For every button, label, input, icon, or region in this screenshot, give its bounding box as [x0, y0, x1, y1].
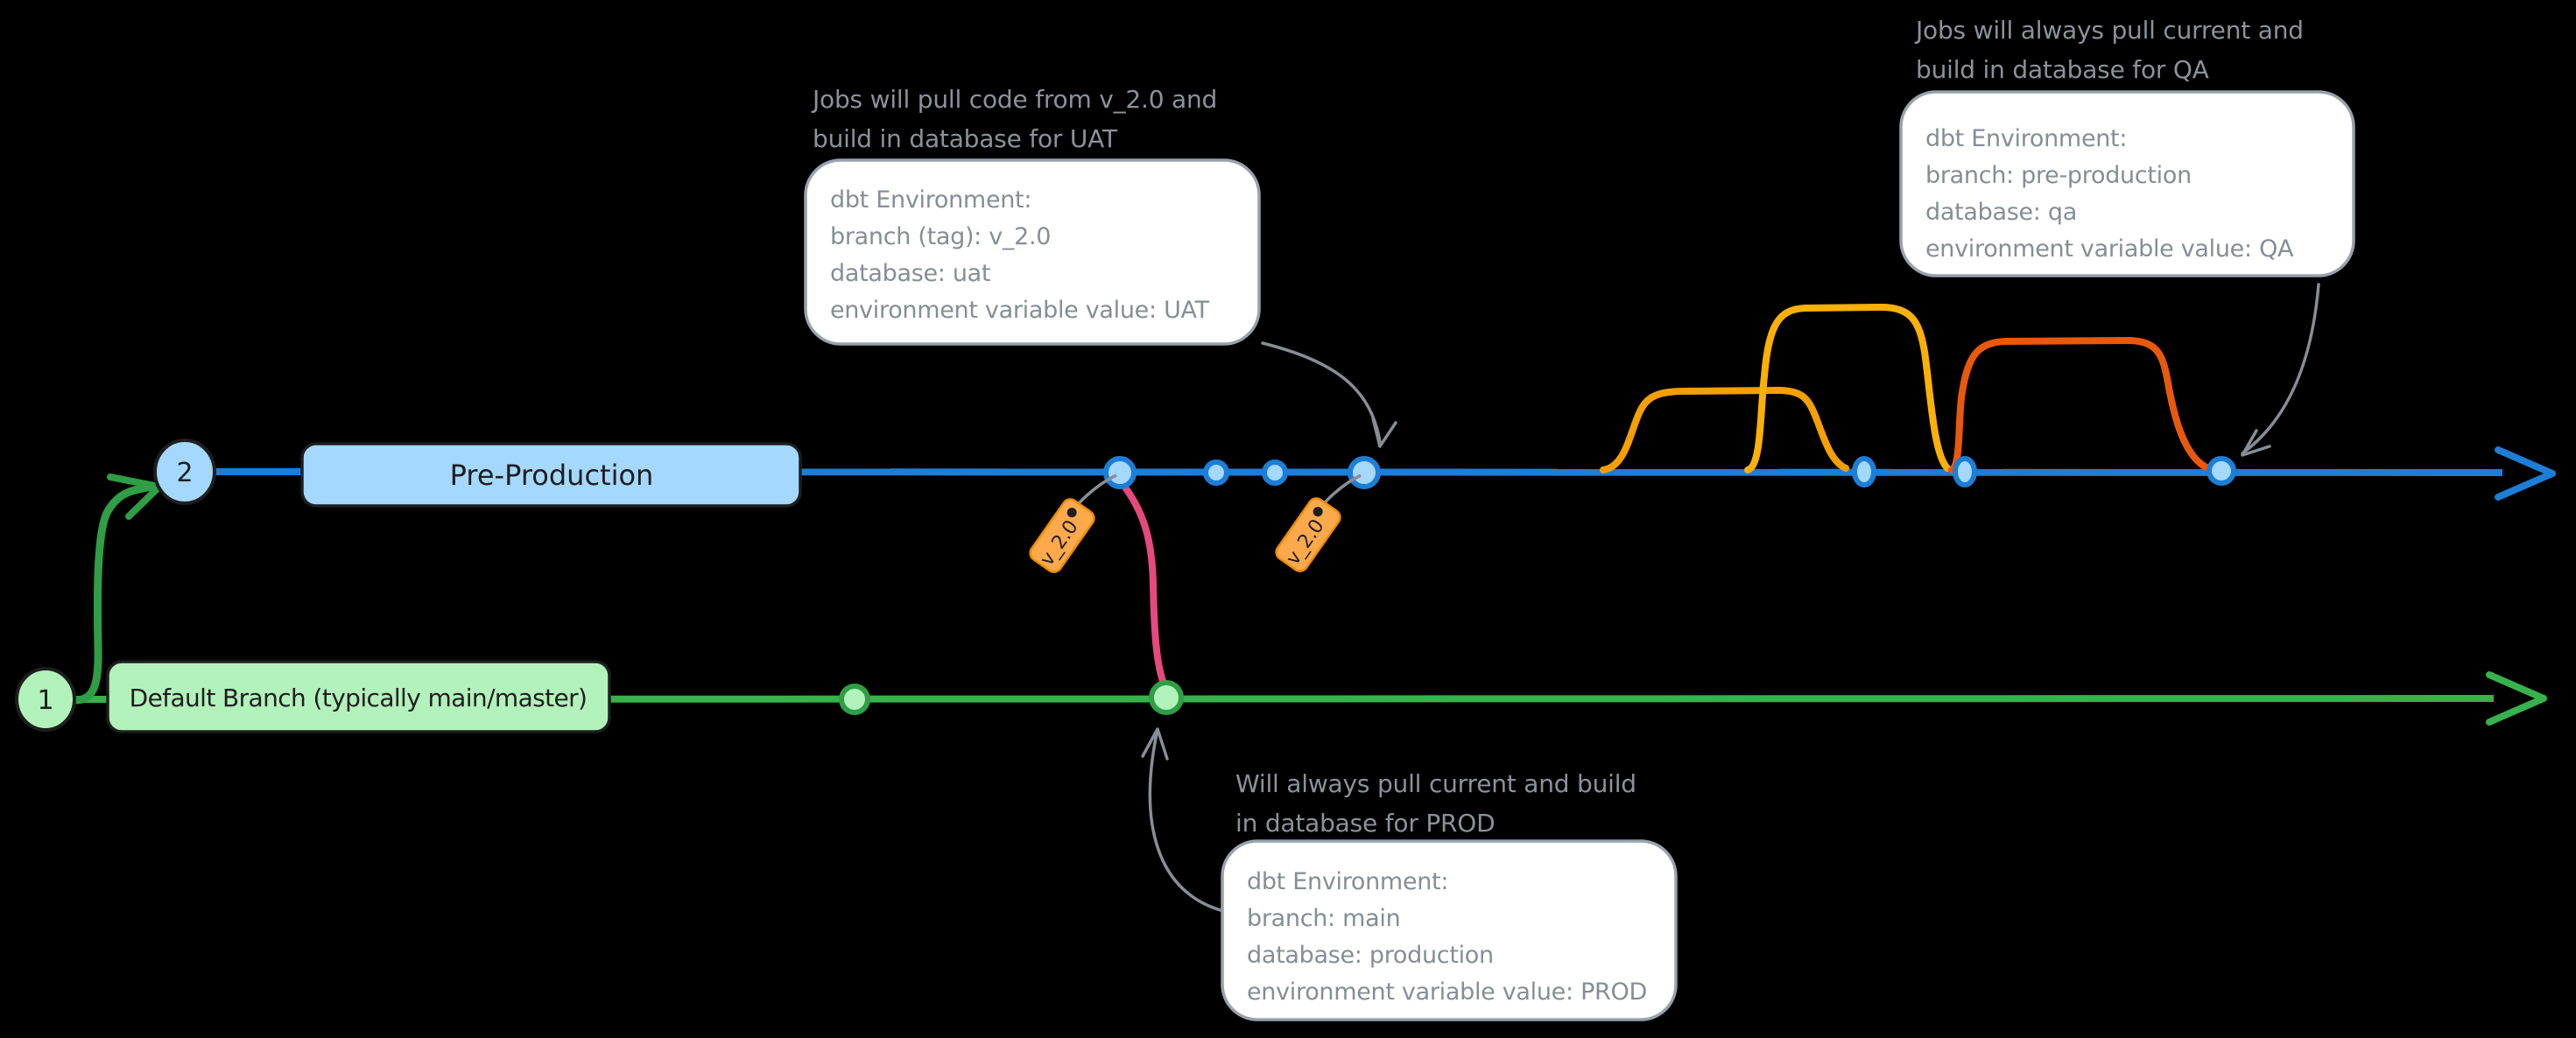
node-1-number: 1: [37, 685, 53, 716]
prod-callout-arrow: [1141, 727, 1222, 912]
preproduction-label-box: Pre-Production: [300, 442, 802, 508]
prod-line-3: database: production: [1247, 942, 1494, 969]
uat-bubble: [804, 158, 1261, 346]
version-tag-1: v_2.0: [1029, 473, 1117, 573]
qa-callout-arrow: [2241, 283, 2320, 457]
uat-line-3: database: uat: [830, 260, 990, 287]
qa-header-line-2: build in database for QA: [1916, 55, 2209, 84]
qa-header-line-1: Jobs will always pull current and: [1914, 16, 2304, 45]
qa-line-4: environment variable value: QA: [1925, 235, 2294, 263]
default-branch-label-box: Default Branch (typically main/master): [106, 660, 611, 733]
qa-callout: Jobs will always pull current and build …: [1899, 16, 2355, 277]
qa-bubble: [1899, 90, 2355, 277]
prod-line-1: dbt Environment:: [1247, 868, 1448, 895]
node-1: 1: [15, 667, 76, 732]
green-branch-arrowhead: [2486, 671, 2547, 726]
branch-create-arrow: [73, 473, 163, 705]
prod-line-2: branch: main: [1247, 905, 1400, 932]
uat-line-2: branch (tag): v_2.0: [830, 223, 1051, 250]
blue-branch-arrowhead: [2495, 446, 2556, 501]
qa-line-1: dbt Environment:: [1925, 125, 2127, 152]
node-2-number: 2: [176, 458, 193, 488]
job-arc-tall: [1744, 303, 1951, 473]
preproduction-commits: [1103, 456, 2236, 489]
branch-point-connector: [1116, 477, 1169, 691]
prod-header-line-2: in database for PROD: [1235, 809, 1495, 838]
main-commits: [839, 680, 1184, 715]
job-arc-wide: [1948, 336, 2210, 473]
uat-callout: Jobs will pull code from v_2.0 and build…: [804, 85, 1261, 346]
prod-bubble: [1221, 839, 1678, 1021]
uat-header-line-1: Jobs will pull code from v_2.0 and: [811, 85, 1217, 114]
uat-callout-arrow: [1261, 341, 1397, 448]
preproduction-label: Pre-Production: [450, 459, 654, 492]
uat-line-4: environment variable value: UAT: [830, 297, 1210, 324]
prod-header-line-1: Will always pull current and build: [1235, 769, 1636, 798]
default-branch-label: Default Branch (typically main/master): [130, 684, 588, 712]
uat-header-line-2: build in database for UAT: [813, 124, 1118, 153]
qa-line-2: branch: pre-production: [1925, 162, 2192, 189]
prod-callout: Will always pull current and build in da…: [1221, 769, 1678, 1021]
prod-line-4: environment variable value: PROD: [1247, 978, 1647, 1006]
job-run-arcs: [1600, 303, 2210, 473]
node-2: 2: [153, 438, 216, 505]
job-arc-small: [1600, 386, 1849, 473]
version-tag-2: v_2.0: [1275, 473, 1362, 572]
uat-line-1: dbt Environment:: [830, 186, 1031, 214]
qa-line-3: database: qa: [1925, 199, 2077, 226]
